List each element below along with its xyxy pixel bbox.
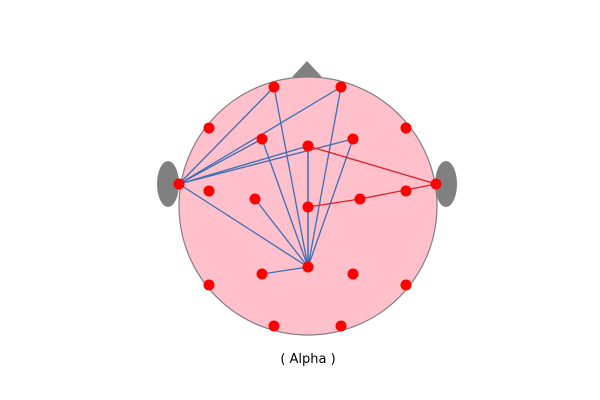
electrode-11 (302, 201, 314, 213)
nose-icon (292, 61, 322, 77)
left-ear-icon (157, 161, 179, 207)
head-group (157, 61, 457, 336)
electrode-8 (430, 178, 442, 190)
electrode-16 (347, 268, 359, 280)
electrode-12 (354, 193, 366, 205)
electrode-7 (173, 178, 185, 190)
blue-connection-6 (273, 86, 309, 268)
band-caption: ( Alpha ) (280, 352, 336, 367)
red-connection-1 (307, 198, 361, 208)
electrode-5 (302, 140, 314, 152)
red-connection-2 (359, 183, 437, 200)
electrode-10 (249, 193, 261, 205)
blue-connection-11 (254, 198, 309, 268)
right-ear-icon (435, 161, 457, 207)
blue-connection-8 (261, 138, 309, 268)
electrode-19 (268, 320, 280, 332)
electrode-14 (302, 261, 314, 273)
blue-connection-5 (178, 183, 309, 268)
electrode-3 (400, 122, 412, 134)
electrode-markers (173, 81, 442, 332)
blue-connection-0 (178, 86, 275, 185)
blue-connection-7 (307, 86, 342, 268)
electrode-2 (203, 122, 215, 134)
electrode-20 (335, 320, 347, 332)
electrode-4 (256, 133, 268, 145)
electrode-18 (400, 279, 412, 291)
electrode-6 (347, 133, 359, 145)
electrode-15 (256, 268, 268, 280)
electrode-0 (268, 81, 280, 93)
connection-lines (178, 86, 437, 275)
electrode-17 (203, 279, 215, 291)
red-connection-0 (307, 145, 437, 185)
blue-connection-4 (178, 138, 354, 185)
blue-connection-2 (178, 138, 263, 185)
electrode-1 (335, 81, 347, 93)
blue-connection-13 (261, 266, 309, 275)
electrode-13 (400, 185, 412, 197)
electrode-9 (203, 185, 215, 197)
